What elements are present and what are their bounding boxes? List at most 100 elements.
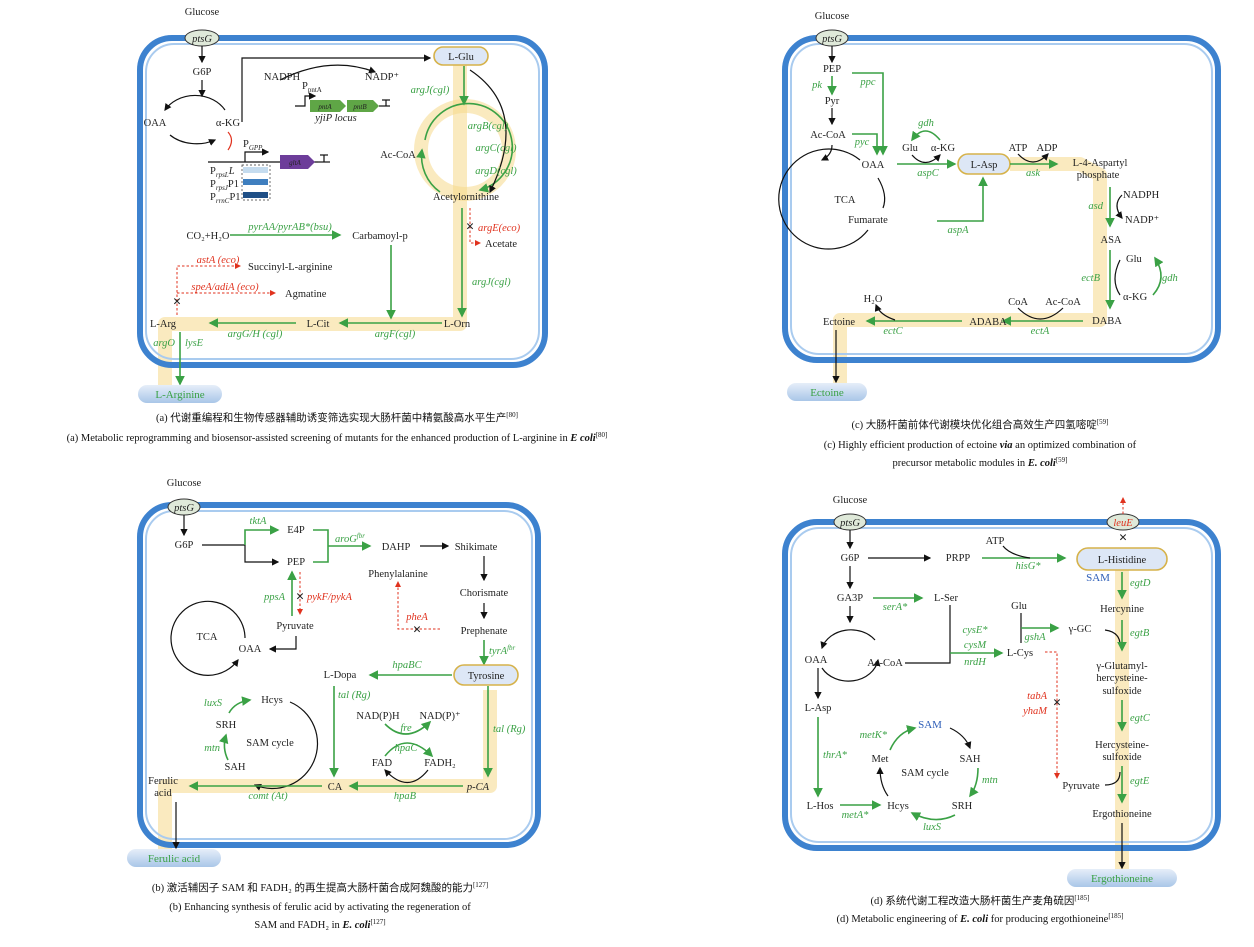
enzyme-label: ppsA	[263, 592, 286, 603]
product-node-box	[453, 664, 519, 686]
cycle-label: SAM cycle	[246, 738, 294, 749]
metabolite-label: NADPH	[1123, 190, 1160, 201]
enzyme-label: gdh	[918, 118, 934, 129]
metabolite-label: sulfoxide	[1102, 752, 1141, 763]
metabolite-label: CO₂+H₂O	[187, 231, 230, 242]
metabolite-label: acid	[154, 788, 172, 799]
caption-zh: (d) 系统代谢工程改造大肠杆菌生产麦角硫因[185]	[870, 894, 1089, 907]
metabolite-label: L-Hos	[807, 801, 834, 812]
enzyme-label: nrdH	[964, 657, 987, 668]
metabolite-label: Fumarate	[848, 215, 888, 226]
metabolite-label: Hcys	[887, 801, 909, 812]
metabolite-label: Hercynine	[1100, 604, 1144, 615]
enzyme-label: comt (At)	[248, 791, 288, 802]
metabolite-label: Carbamoyl-p	[352, 231, 407, 242]
metabolite-label: Ferulic	[148, 776, 178, 787]
metabolite-label: ADABA	[969, 317, 1007, 328]
caption-en: (d) Metabolic engineering of E. coli for…	[836, 912, 1123, 925]
metabolite-label: hercysteine-	[1096, 673, 1148, 684]
metabolite-label: SAH	[959, 754, 980, 765]
final-product-box	[1067, 869, 1177, 887]
cofactor-label: SAM	[1086, 572, 1110, 584]
blocked-x-icon: ✕	[173, 297, 182, 308]
metabolite-label: ATP	[986, 536, 1005, 547]
enzyme-label: ectA	[1031, 326, 1050, 337]
gene-label: pntA	[317, 103, 332, 111]
enzyme-label: ask	[1026, 168, 1040, 179]
metabolite-label: CA	[328, 782, 343, 793]
caption-en: (b) Enhancing synthesis of ferulic acid …	[169, 902, 471, 913]
enzyme-label: serA*	[883, 602, 908, 613]
svg-text:aroGfbr: aroGfbr	[335, 532, 365, 545]
metabolite-label: OAA	[805, 655, 828, 666]
metabolite-label: DAHP	[382, 542, 411, 553]
metabolite-label: Hercysteine-	[1095, 740, 1149, 751]
metabolite-label: FADH₂	[424, 758, 456, 769]
metabolite-label: Ac-CoA	[380, 150, 416, 161]
final-product-label: Ectoine	[810, 387, 844, 399]
panel-b: Glucose ptsG G6P tktA E4P PEP aroGfbr DA…	[127, 478, 541, 931]
enzyme-label: hpaC	[395, 743, 419, 754]
enzyme-label: tktA	[250, 516, 267, 527]
metabolite-label: L-Ser	[934, 593, 958, 604]
enzyme-label: argJ(cgl)	[472, 277, 511, 288]
blocked-enzyme-label: speA/adiA (eco)	[191, 282, 259, 293]
blocked-x-icon: ✕	[1053, 698, 1062, 709]
metabolite-label: α-KG	[1123, 292, 1148, 303]
metabolite-label: Glucose	[167, 478, 202, 489]
metabolite-label: FAD	[372, 758, 393, 769]
metabolite-label: GA3P	[837, 593, 863, 604]
enzyme-label: aspC	[917, 168, 940, 179]
enzyme-label: argG/H (cgl)	[228, 329, 283, 340]
caption-en: (a) Metabolic reprogramming and biosenso…	[67, 431, 608, 444]
metabolite-label: Met	[872, 754, 889, 765]
promoter-strength-bar	[243, 167, 268, 173]
enzyme-label: cysE*	[962, 625, 988, 636]
caption-en-line2: SAM and FADH₂ in E. coli[127]	[254, 918, 385, 931]
product-node-box	[433, 46, 489, 66]
metabolite-label: Ac-CoA	[867, 658, 903, 669]
final-product-box	[127, 849, 221, 867]
final-product-label: Ferulic acid	[148, 853, 201, 865]
metabolite-label: L-Asp	[971, 160, 998, 171]
highlight-path	[158, 60, 467, 385]
promoter-strength-bar	[243, 179, 268, 185]
enzyme-label: argF(cgl)	[375, 329, 416, 340]
metabolite-label: SAH	[224, 762, 245, 773]
metabolite-label: Glu	[1011, 601, 1028, 612]
transporter-label: ptsG	[173, 503, 194, 514]
svg-text:PGPP: PGPP	[243, 139, 263, 152]
cell-membrane	[137, 35, 548, 368]
final-product-box	[138, 385, 222, 403]
metabolite-label: phosphate	[1077, 170, 1120, 181]
metabolite-label: PRPP	[946, 553, 971, 564]
blocked-enzyme-label: pheA	[405, 612, 428, 623]
blocked-enzyme-label: argE(eco)	[478, 223, 521, 234]
enzyme-label: egtB	[1130, 628, 1150, 639]
enzyme-label: luxS	[923, 822, 942, 833]
blocked-x-icon: ✕	[296, 592, 305, 603]
enzyme-label: aspA	[948, 225, 970, 236]
blocked-enzyme-label: tabA	[1027, 691, 1047, 702]
metabolite-label: CoA	[1008, 297, 1028, 308]
cycle-label: SAM cycle	[901, 768, 949, 779]
enzyme-label: egtE	[1130, 776, 1150, 787]
caption-zh: (a) 代谢重编程和生物传感器辅助诱变筛选实现大肠杆菌中精氨酸高水平生产[80]	[156, 411, 518, 424]
metabolite-label: Acetylornithine	[433, 192, 499, 203]
metabolite-label: L-Histidine	[1098, 555, 1147, 566]
transporter-label: ptsG	[191, 34, 212, 45]
svg-text:PrpsLL: PrpsLL	[210, 166, 235, 179]
metabolite-label: OAA	[144, 118, 167, 129]
metabolite-label: DABA	[1092, 316, 1122, 327]
caption-zh: (b) 激活辅因子 SAM 和 FADH₂ 的再生提高大肠杆菌合成阿魏酸的能力[…	[152, 881, 488, 894]
metabolite-label: Tyrosine	[468, 671, 505, 682]
metabolite-label: L-Cit	[307, 319, 330, 330]
metabolite-label: NAD(P)⁺	[419, 711, 461, 722]
panel-a: Glucose ptsG G6P OAA α-KG NADPH NADP⁺ Pp…	[67, 7, 608, 444]
exporter-label: lysE	[185, 338, 204, 349]
cell-membrane	[137, 502, 541, 848]
metabolite-label: SRH	[952, 801, 973, 812]
enzyme-label: egtC	[1130, 713, 1151, 724]
blocked-x-icon: ✕	[413, 625, 422, 636]
transporter-label: ptsG	[821, 34, 842, 45]
